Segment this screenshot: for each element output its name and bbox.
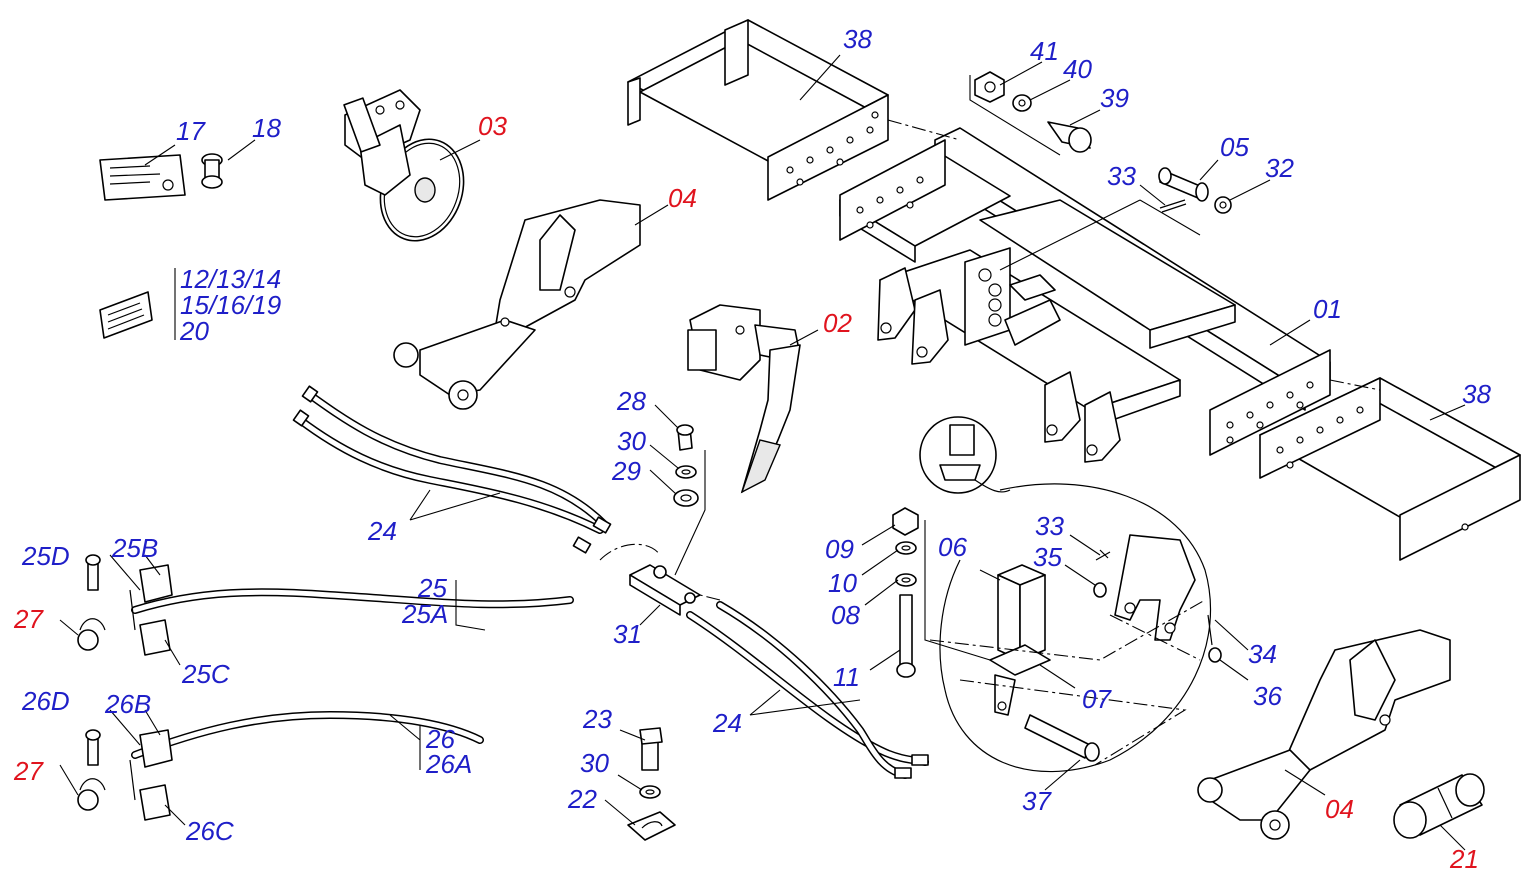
- label-33-top: 33: [1107, 161, 1136, 191]
- label-03: 03: [478, 111, 507, 141]
- label-36: 36: [1253, 681, 1282, 711]
- quick-couplers-25: [77, 554, 574, 656]
- label-31: 31: [613, 619, 642, 649]
- roller-21: [1393, 773, 1485, 839]
- label-09: 09: [825, 534, 854, 564]
- detail-bracket-view: [919, 416, 1222, 773]
- label-28: 28: [616, 386, 646, 416]
- label-30-bottom: 30: [580, 748, 609, 778]
- label-21: 21: [1449, 844, 1479, 874]
- label-25c: 25C: [181, 659, 230, 689]
- label-10: 10: [828, 568, 857, 598]
- label-01: 01: [1313, 294, 1342, 324]
- label-34: 34: [1248, 639, 1277, 669]
- label-20: 20: [179, 316, 209, 346]
- label-25: 25: [417, 573, 447, 603]
- main-frame-01: [839, 127, 1331, 463]
- bolt-stack-08-11: [892, 507, 991, 678]
- disc-assembly-03: [343, 89, 465, 242]
- label-23: 23: [582, 704, 612, 734]
- label-02: 02: [823, 308, 852, 338]
- bushing-18: [201, 153, 223, 189]
- label-04-bottom: 04: [1325, 794, 1354, 824]
- label-22: 22: [567, 784, 597, 814]
- label-26c: 26C: [185, 816, 234, 846]
- label-07: 07: [1082, 684, 1112, 714]
- label-27-top: 27: [13, 604, 44, 634]
- label-38-top: 38: [843, 24, 872, 54]
- quick-couplers-26: [77, 710, 484, 821]
- decals-12-20: [99, 268, 176, 340]
- part-labels: 38 41 40 39 05 32 33 03 04 02 01 38 17 1…: [13, 24, 1491, 874]
- label-30-top: 30: [617, 426, 646, 456]
- label-26: 26: [425, 724, 455, 754]
- label-26d: 26D: [21, 686, 70, 716]
- label-32: 32: [1265, 153, 1294, 183]
- label-06: 06: [938, 532, 967, 562]
- label-24-right: 24: [712, 708, 742, 738]
- leader-lines: [59, 54, 1466, 851]
- subsoiler-shank-02: [687, 304, 801, 494]
- label-26a: 26A: [425, 749, 472, 779]
- label-11: 11: [833, 662, 860, 692]
- label-39: 39: [1100, 83, 1129, 113]
- frame-extension-38-bottom: [1259, 377, 1521, 561]
- label-25d: 25D: [21, 541, 70, 571]
- frame-extension-38-top: [627, 19, 961, 201]
- shank-arm-04-bottom: [1197, 629, 1451, 840]
- label-37: 37: [1022, 786, 1052, 816]
- label-12-13-14: 12/13/14: [180, 264, 281, 294]
- label-24-left: 24: [367, 516, 397, 546]
- label-26b: 26B: [104, 689, 151, 719]
- clamp-22-23: [627, 727, 676, 841]
- label-35: 35: [1033, 542, 1062, 572]
- label-40: 40: [1063, 54, 1092, 84]
- label-05: 05: [1220, 132, 1249, 162]
- decal-17: [99, 154, 186, 201]
- label-25a: 25A: [401, 599, 448, 629]
- label-17: 17: [176, 116, 206, 146]
- label-33-bottom: 33: [1035, 511, 1064, 541]
- label-29: 29: [611, 456, 641, 486]
- pin-hardware-05-32-33: [999, 167, 1232, 271]
- label-38-bottom: 38: [1462, 379, 1491, 409]
- pin-hardware-39-41: [969, 71, 1092, 156]
- label-08: 08: [831, 600, 860, 630]
- label-41: 41: [1030, 36, 1059, 66]
- label-25b: 25B: [111, 533, 158, 563]
- valve-block-31: [599, 424, 721, 616]
- label-15-16-19: 15/16/19: [180, 290, 281, 320]
- hydraulic-hoses-24: [292, 385, 929, 779]
- label-04-top: 04: [668, 183, 697, 213]
- shank-arm-04-top: [393, 199, 641, 410]
- label-27-bottom: 27: [13, 756, 44, 786]
- label-18: 18: [252, 113, 281, 143]
